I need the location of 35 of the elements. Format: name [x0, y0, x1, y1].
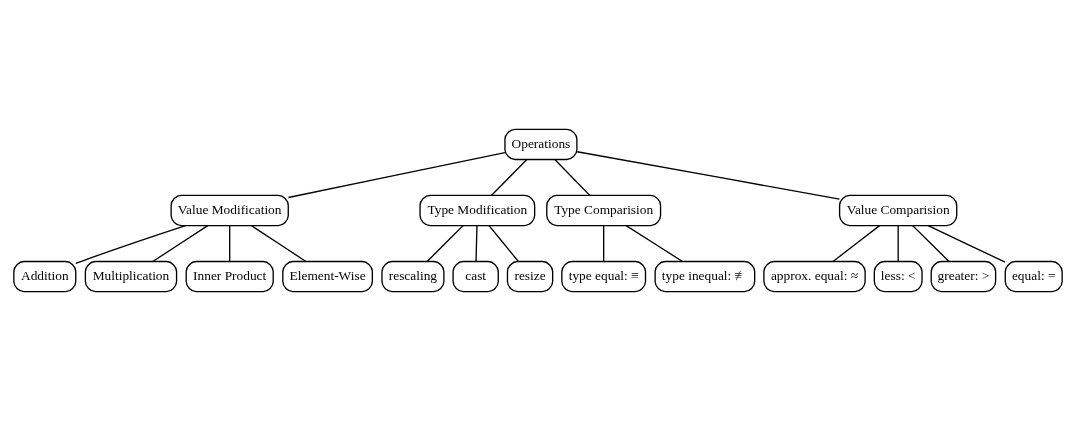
- connector: [603, 224, 605, 263]
- connector: [832, 224, 881, 263]
- node-box: cast: [452, 260, 499, 293]
- node-box: equal: =: [1004, 260, 1063, 293]
- node-box: Value Comparision: [838, 194, 958, 227]
- node-box: greater: >: [930, 260, 997, 293]
- connector: [426, 224, 464, 263]
- connector: [475, 224, 478, 263]
- node-box: resize: [506, 260, 554, 293]
- connector: [490, 158, 528, 197]
- connector: [554, 158, 591, 197]
- connector: [250, 224, 307, 263]
- connector: [287, 152, 506, 199]
- node-box: Value Modification: [170, 194, 289, 227]
- connector: [229, 224, 231, 263]
- node-box: type equal: ≡: [561, 260, 647, 293]
- connector: [927, 224, 1006, 263]
- connector: [897, 224, 899, 263]
- node-box: Type Modification: [419, 194, 536, 227]
- connector: [152, 224, 209, 263]
- connector: [912, 224, 950, 263]
- node-box: Inner Product: [185, 260, 274, 293]
- connector: [625, 224, 684, 263]
- connector: [75, 224, 187, 265]
- node-box: Multiplication: [84, 260, 178, 293]
- node-box: Element-Wise: [282, 260, 374, 293]
- node-box: rescaling: [381, 260, 445, 293]
- node-box: Type Comparision: [546, 194, 662, 227]
- node-box: Operations: [504, 128, 578, 161]
- node-box: type inequal: ≢: [654, 260, 756, 293]
- connector: [488, 224, 520, 263]
- node-box: approx. equal: ≈: [763, 260, 866, 293]
- connector: [576, 151, 841, 200]
- node-box: less: <: [873, 260, 923, 293]
- node-box: Addition: [13, 260, 77, 293]
